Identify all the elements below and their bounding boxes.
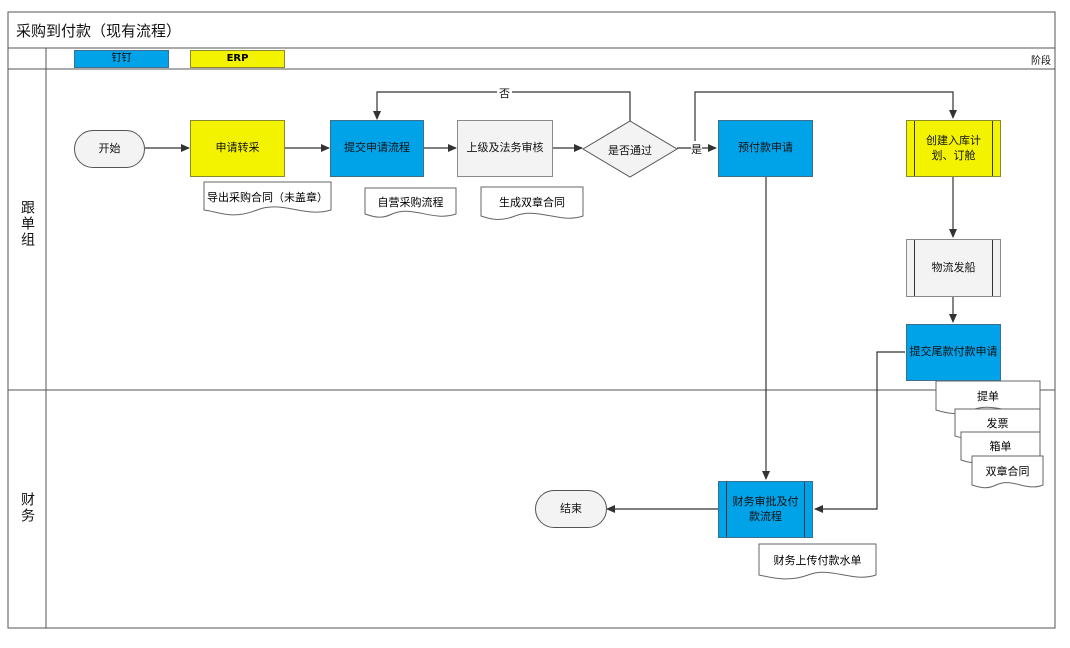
doc-double-seal-label: 生成双章合同	[499, 196, 565, 209]
shipping-node[interactable]: 物流发船	[906, 239, 1001, 297]
doc-bill-of-lading-label: 提单	[977, 390, 999, 403]
phase-tag-erp[interactable]: ERP	[190, 50, 285, 68]
create-order-node[interactable]: 创建入库计 划、订舱	[906, 120, 1001, 177]
finance-approve-line-1: 财务审批及付	[732, 494, 799, 508]
lane-label-merchandising: 跟单组	[19, 200, 35, 248]
edge-final-finance	[814, 351, 905, 513]
end-node[interactable]: 结束	[535, 490, 607, 528]
doc-packing-label: 箱单	[989, 440, 1012, 453]
doc-payment-slip	[758, 543, 877, 580]
edge-label-no: 否	[497, 85, 512, 101]
lane-label-finance: 财务	[19, 492, 35, 524]
review-node[interactable]: 上级及法务审核	[457, 120, 553, 177]
finance-approve-line-2: 款流程	[749, 509, 782, 523]
documents	[203, 181, 1044, 580]
doc-self-purchase-label: 自营采购流程	[377, 196, 444, 209]
apply-transfer-node[interactable]: 申请转采	[190, 120, 285, 177]
prepay-node[interactable]: 预付款申请	[718, 120, 813, 177]
doc-double-seal-contract	[971, 455, 1044, 489]
edge-label-yes: 是	[691, 141, 702, 157]
edge-to-create-order	[694, 91, 957, 148]
doc-invoice-label: 发票	[986, 417, 1009, 430]
finance-approve-node[interactable]: 财务审批及付 款流程	[718, 481, 813, 538]
create-order-line-1: 创建入库计	[926, 133, 981, 147]
doc-payment-slip-label: 财务上传付款水单	[773, 554, 862, 567]
create-order-line-2: 划、订舱	[931, 148, 976, 162]
submit-flow-node[interactable]: 提交申请流程	[330, 120, 424, 177]
doc-double-seal	[480, 186, 584, 220]
decision-diamond[interactable]	[582, 120, 678, 178]
final-payment-node[interactable]: 提交尾款付款申请	[906, 324, 1001, 381]
doc-export-contract	[203, 181, 332, 216]
doc-export-contract-label: 导出采购合同（未盖章）	[207, 191, 328, 204]
pool-frame	[7, 11, 1056, 629]
start-node[interactable]: 开始	[74, 130, 145, 168]
decision-label: 是否通过	[608, 144, 652, 157]
doc-self-purchase	[364, 187, 457, 218]
diagram-title: 采购到付款（现有流程）	[16, 22, 182, 40]
doc-double-seal-contract-label: 双章合同	[985, 465, 1030, 478]
phase-tag-dingding[interactable]: 钉钉	[74, 50, 169, 68]
stage-label: 阶段	[1031, 56, 1051, 67]
